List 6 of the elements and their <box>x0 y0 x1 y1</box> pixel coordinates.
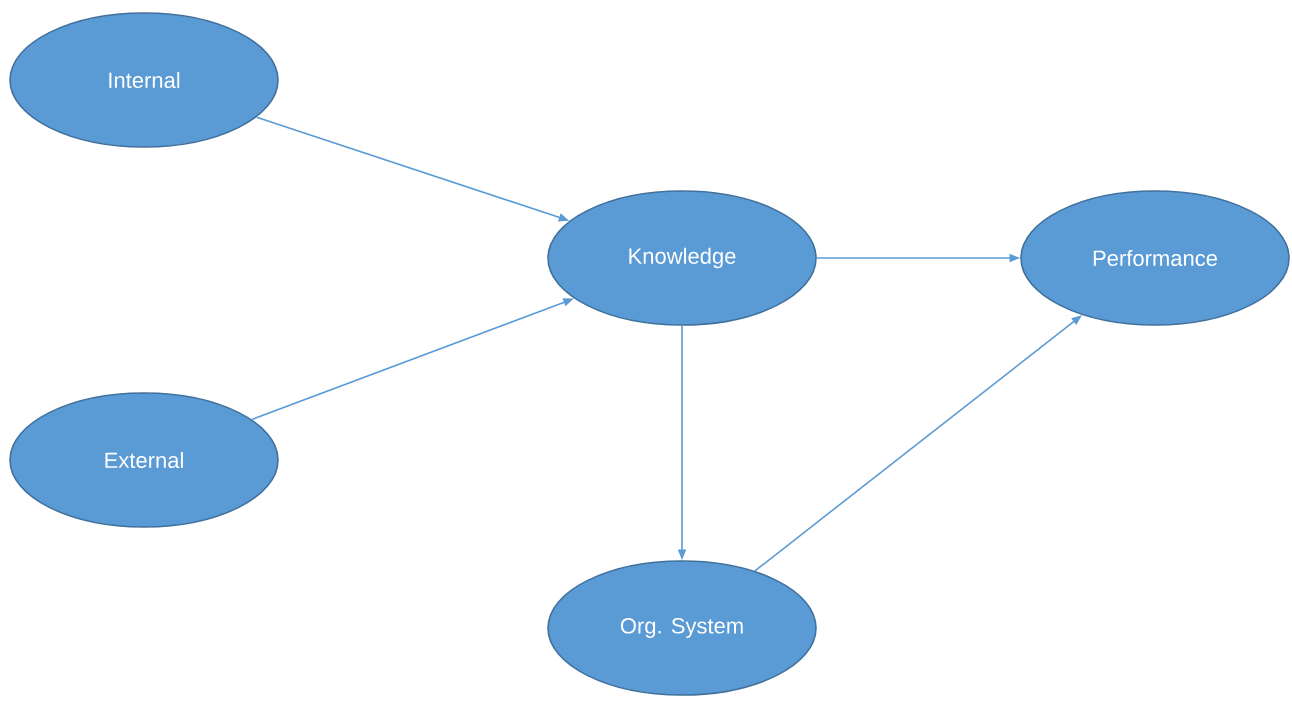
ellipse-node: Internal <box>9 12 279 148</box>
ellipse-node: Org. System <box>547 560 817 696</box>
ellipse-node: External <box>9 392 279 528</box>
ellipse-node: Performance <box>1020 190 1290 326</box>
arrow <box>754 315 1082 572</box>
ellipse-node: Knowledge <box>547 190 817 326</box>
